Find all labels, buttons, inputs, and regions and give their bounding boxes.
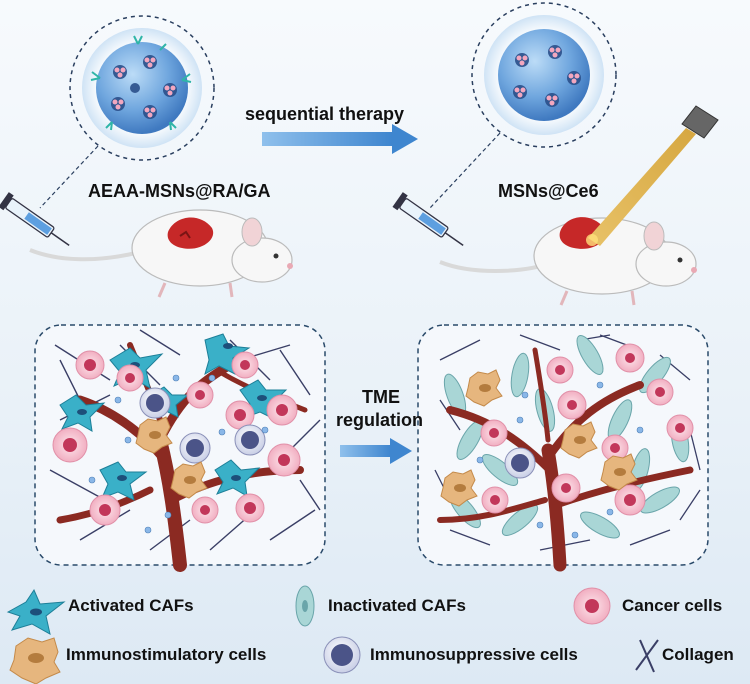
laser-device-icon [586, 105, 719, 246]
legend-immunostimulatory-cells-label: Immunostimulatory cells [66, 645, 267, 664]
right-syringe-icon [392, 192, 464, 246]
nanoparticle-dots [88, 374, 269, 534]
legend-cancer-cells-label: Cancer cells [622, 596, 723, 615]
tme-regulation-arrow [340, 438, 412, 464]
right-mouse-icon [439, 217, 697, 306]
right-tumor-microenvironment [417, 324, 709, 572]
tme-label-line1: TME [362, 387, 400, 407]
left-mouse-icon [29, 209, 293, 298]
left-particle-label: AEAA-MSNs@RA/GA [88, 181, 271, 201]
right-nanoparticle-zoom [429, 2, 617, 209]
left-syringe-icon [0, 192, 70, 246]
sequential-therapy-arrow [262, 124, 418, 154]
right-immunosuppressive-cell [504, 447, 536, 479]
legend-immunostimulatory-cells-icon [9, 637, 61, 684]
legend-activated-cafs-icon [6, 588, 66, 635]
right-cancer-cells [480, 343, 694, 516]
legend-immunosuppressive-cells-icon [323, 636, 361, 674]
nanoparticle-sphere [96, 42, 188, 134]
right-particle-label: MSNs@Ce6 [498, 181, 599, 201]
legend-collagen-label: Collagen [662, 645, 734, 664]
sequential-therapy-label: sequential therapy [245, 104, 405, 124]
left-nanoparticle-zoom [39, 15, 215, 209]
cancer-cells [52, 350, 301, 526]
legend-activated-cafs-label: Activated CAFs [68, 596, 194, 615]
surface-ligands [90, 35, 192, 131]
tme-label-line2: regulation [336, 410, 424, 430]
legend-immunosuppressive-cells-label: Immunosuppressive cells [370, 645, 578, 664]
legend-cancer-cells-icon [573, 587, 611, 625]
legend-inactivated-cafs-icon [295, 585, 315, 627]
legend-inactivated-cafs-label: Inactivated CAFs [328, 596, 466, 615]
left-tumor-microenvironment [34, 324, 326, 572]
immunosuppressive-cells [139, 387, 266, 464]
legend-collagen-icon [635, 639, 659, 673]
